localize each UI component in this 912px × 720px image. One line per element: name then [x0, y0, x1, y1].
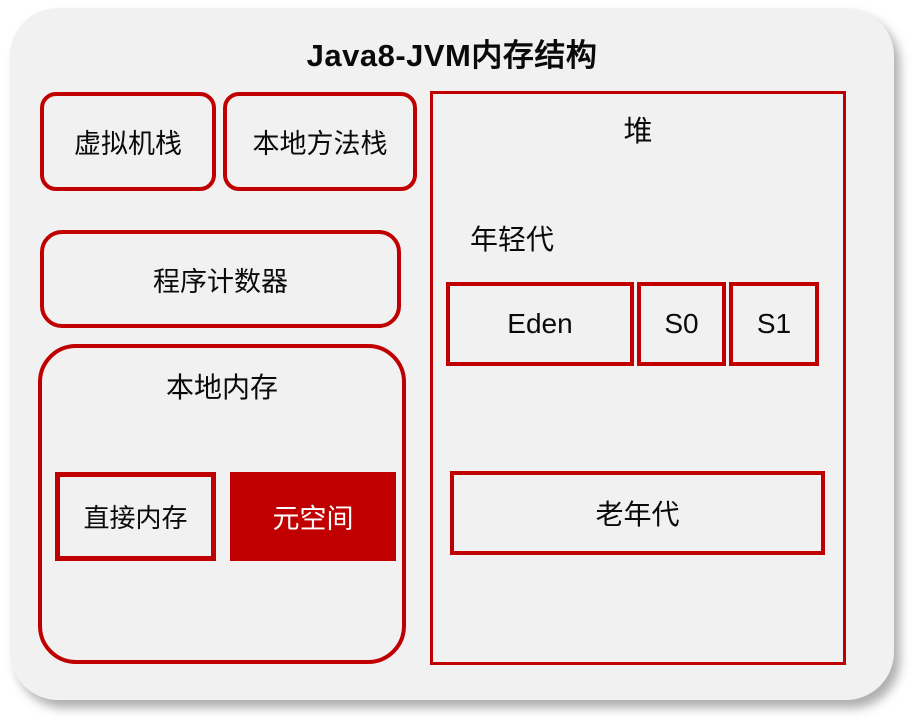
heap-box: 堆 年轻代 Eden S0 S1 老年代 [430, 91, 846, 665]
young-gen-region-row: Eden S0 S1 [446, 282, 836, 366]
native-method-stack-box: 本地方法栈 [223, 92, 417, 191]
slide-canvas: Java8-JVM内存结构 虚拟机栈 本地方法栈 程序计数器 本地内存 直接内存… [10, 8, 894, 700]
diagram-title: Java8-JVM内存结构 [306, 38, 598, 73]
s0-survivor-region-box: S0 [637, 282, 726, 366]
old-gen-box: 老年代 [450, 471, 825, 555]
s1-survivor-region-box: S1 [729, 282, 819, 366]
heap-label: 堆 [623, 116, 653, 148]
native-memory-box: 本地内存 直接内存 元空间 [38, 344, 406, 664]
metaspace-box: 元空间 [230, 472, 396, 561]
program-counter-box: 程序计数器 [40, 230, 401, 328]
eden-region-box: Eden [446, 282, 634, 366]
direct-memory-box: 直接内存 [55, 472, 216, 561]
young-gen-label: 年轻代 [470, 224, 555, 255]
native-memory-label: 本地内存 [165, 372, 278, 403]
vm-stack-box: 虚拟机栈 [40, 92, 216, 191]
